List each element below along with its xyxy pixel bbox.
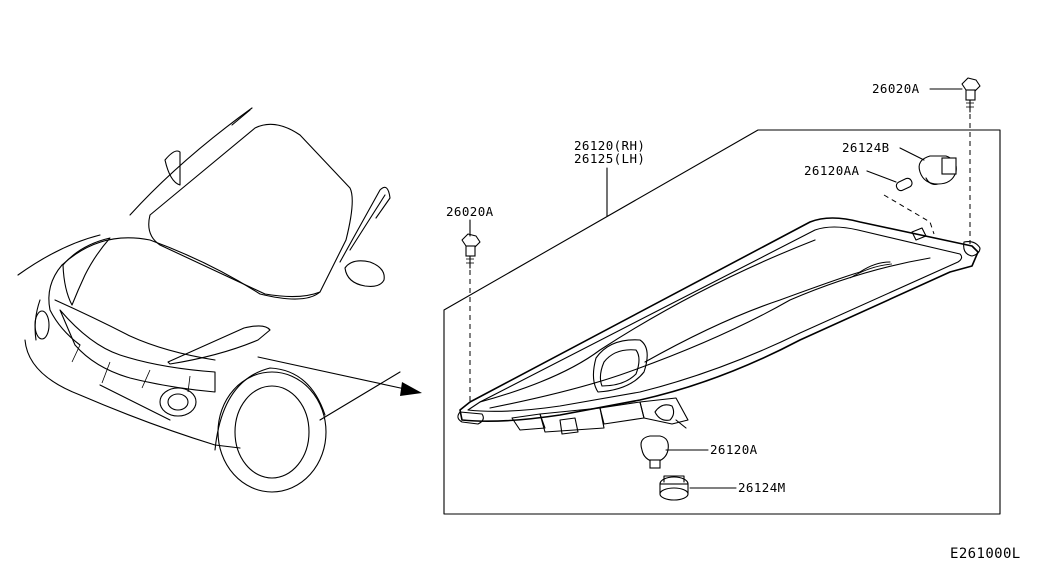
bolt-left [461,233,481,269]
pointer-arrow [257,356,422,396]
callout-26124B: 26124B [842,140,890,155]
bolt-top-right [961,77,981,113]
leader-lines [469,88,963,489]
lamp-socket-26124B [918,155,957,185]
vehicle-front-illustration [17,107,401,493]
callout-26120-rh: 26120(RH) [574,138,645,153]
bulb-26120A [640,435,669,469]
callout-26120A: 26120A [710,442,758,457]
small-bulb-26120AA [895,177,913,192]
headlamp-assembly [457,217,981,435]
callout-26125-lh: 26125(LH) [574,151,645,166]
callout-26020A-top: 26020A [872,81,920,96]
diagram-code: E261000L [950,546,1021,562]
exploded-view-frame [443,129,1001,515]
callout-26124M: 26124M [738,480,786,495]
socket-26124M [659,475,689,501]
callout-26020A-left: 26020A [446,204,494,219]
callout-26120AA: 26120AA [804,163,860,178]
